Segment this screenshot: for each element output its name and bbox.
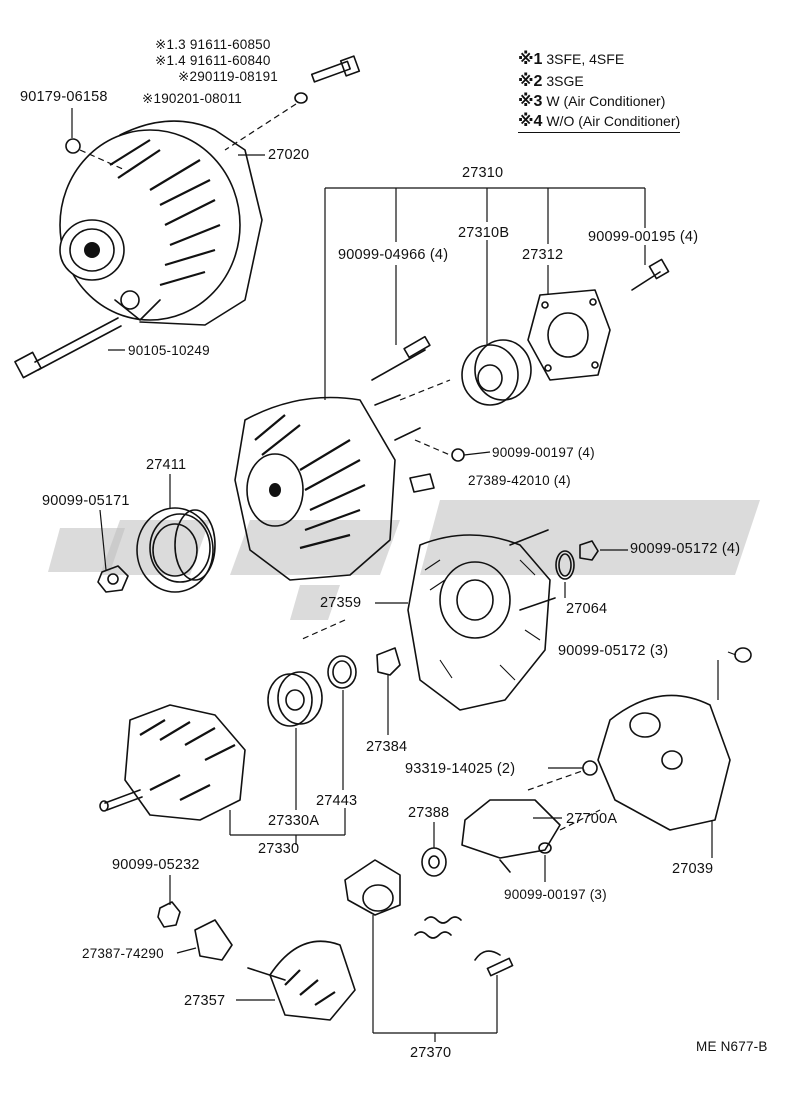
assembly-dash-lines [299, 379, 601, 831]
part-label-27700a[interactable]: 27700A [566, 811, 618, 827]
figure-reference-code: ME N677-B [696, 1039, 768, 1054]
part-label-27064[interactable]: 27064 [566, 601, 608, 617]
part-label-27387-74290[interactable]: 27387-74290 [82, 946, 164, 961]
part-label-27357[interactable]: 27357 [184, 993, 226, 1009]
part-label-90099-00195[interactable]: 90099-00195 (4) [588, 229, 699, 245]
rectifier-27357-drawing [247, 940, 356, 1021]
part-label-90099-05172-4[interactable]: 90099-05172 (4) [630, 541, 741, 557]
rear-cover-27039-drawing [597, 694, 731, 831]
watermark-logo [48, 500, 760, 620]
legend-mark: ※4 [518, 113, 543, 130]
screw-90099-00197-drawing [451, 448, 491, 462]
rotor-27330-drawing [99, 704, 246, 821]
screw-90099-00195-drawing [631, 258, 670, 291]
bearing-27310b-drawing [461, 339, 532, 406]
legend-text: W (Air Conditioner) [546, 93, 666, 109]
part-label-27039[interactable]: 27039 [672, 861, 714, 877]
rear-frame-27359-drawing [407, 529, 556, 711]
part-label-27330[interactable]: 27330 [258, 841, 300, 857]
part-label-27370[interactable]: 27370 [410, 1045, 452, 1061]
part-label-27330a[interactable]: 27330A [268, 813, 320, 829]
part-label-90099-05232[interactable]: 90099-05232 [112, 857, 200, 873]
legend-item-1: ※1 3SFE, 4SFE [518, 52, 624, 68]
top-bolt-drawing [65, 55, 361, 171]
part-label-27310[interactable]: 27310 [462, 165, 504, 181]
part-label-90099-04966[interactable]: 90099-04966 (4) [338, 247, 449, 263]
part-label-27443[interactable]: 27443 [316, 793, 358, 809]
legend-text: W/O (Air Conditioner) [546, 113, 681, 129]
legend-mark: ※2 [518, 73, 543, 90]
part-label-91611-60840[interactable]: ※1.4 91611-60840 [155, 53, 271, 68]
nut-90099-05171-drawing [97, 565, 129, 593]
insulator-27389-drawing [409, 473, 435, 493]
part-label-27384[interactable]: 27384 [366, 739, 408, 755]
legend-mark: ※3 [518, 93, 543, 110]
part-label-90099-05172-3[interactable]: 90099-05172 (3) [558, 643, 669, 659]
legend-mark: ※1 [518, 51, 543, 68]
legend-item-3: ※3 W (Air Conditioner) [518, 94, 665, 110]
spacer-27388-drawing [421, 847, 447, 877]
seal-27384-drawing [376, 647, 401, 676]
o-ring-27064-drawing [555, 550, 575, 580]
center-alternator-drawing [234, 394, 421, 581]
brush-holder-27370-drawing [344, 859, 514, 977]
nut-90099-05232-drawing [157, 901, 181, 928]
part-label-27388[interactable]: 27388 [408, 805, 450, 821]
stud-90099-04966-drawing [371, 335, 431, 381]
legend-item-4: ※4 W/O (Air Conditioner) [518, 113, 681, 133]
part-label-90179-06158[interactable]: 90179-06158 [20, 89, 108, 105]
part-label-27411[interactable]: 27411 [146, 457, 187, 473]
plate-27312-drawing [527, 289, 611, 381]
legend-text: 3SFE, 4SFE [546, 51, 625, 67]
pulley-27411-drawing [136, 507, 216, 593]
part-label-27359[interactable]: 27359 [320, 595, 362, 611]
part-label-90099-05171[interactable]: 90099-05171 [42, 493, 130, 509]
part-label-90099-00197-3[interactable]: 90099-00197 (3) [504, 887, 607, 902]
part-label-27389-42010[interactable]: 27389-42010 (4) [468, 473, 571, 488]
part-label-91611-60850[interactable]: ※1.3 91611-60850 [155, 37, 271, 52]
part-label-90099-00197-4[interactable]: 90099-00197 (4) [492, 445, 595, 460]
part-label-90201-08011[interactable]: ※190201-08011 [142, 91, 242, 106]
bearing-27330a-drawing [267, 671, 323, 727]
part-label-27020[interactable]: 27020 [268, 147, 310, 163]
part-label-27312[interactable]: 27312 [522, 247, 564, 263]
through-bolt-drawing [14, 317, 122, 379]
nut-90099-05172-3-drawing [734, 647, 752, 663]
part-label-90119-08191[interactable]: ※290119-08191 [178, 69, 278, 84]
part-label-90105-10249[interactable]: 90105-10249 [128, 343, 210, 358]
legend-item-2: ※2 3SGE [518, 74, 584, 90]
insulator-27387-drawing [194, 919, 233, 961]
leader-lines [71, 108, 737, 1042]
part-label-93319-14025[interactable]: 93319-14025 (2) [405, 761, 516, 777]
part-label-27310b[interactable]: 27310B [458, 225, 510, 241]
alternator-assembly-drawing [59, 120, 263, 326]
nut-90099-05172-drawing [579, 540, 599, 561]
legend-text: 3SGE [546, 73, 584, 89]
cover-27443-drawing [327, 655, 357, 689]
